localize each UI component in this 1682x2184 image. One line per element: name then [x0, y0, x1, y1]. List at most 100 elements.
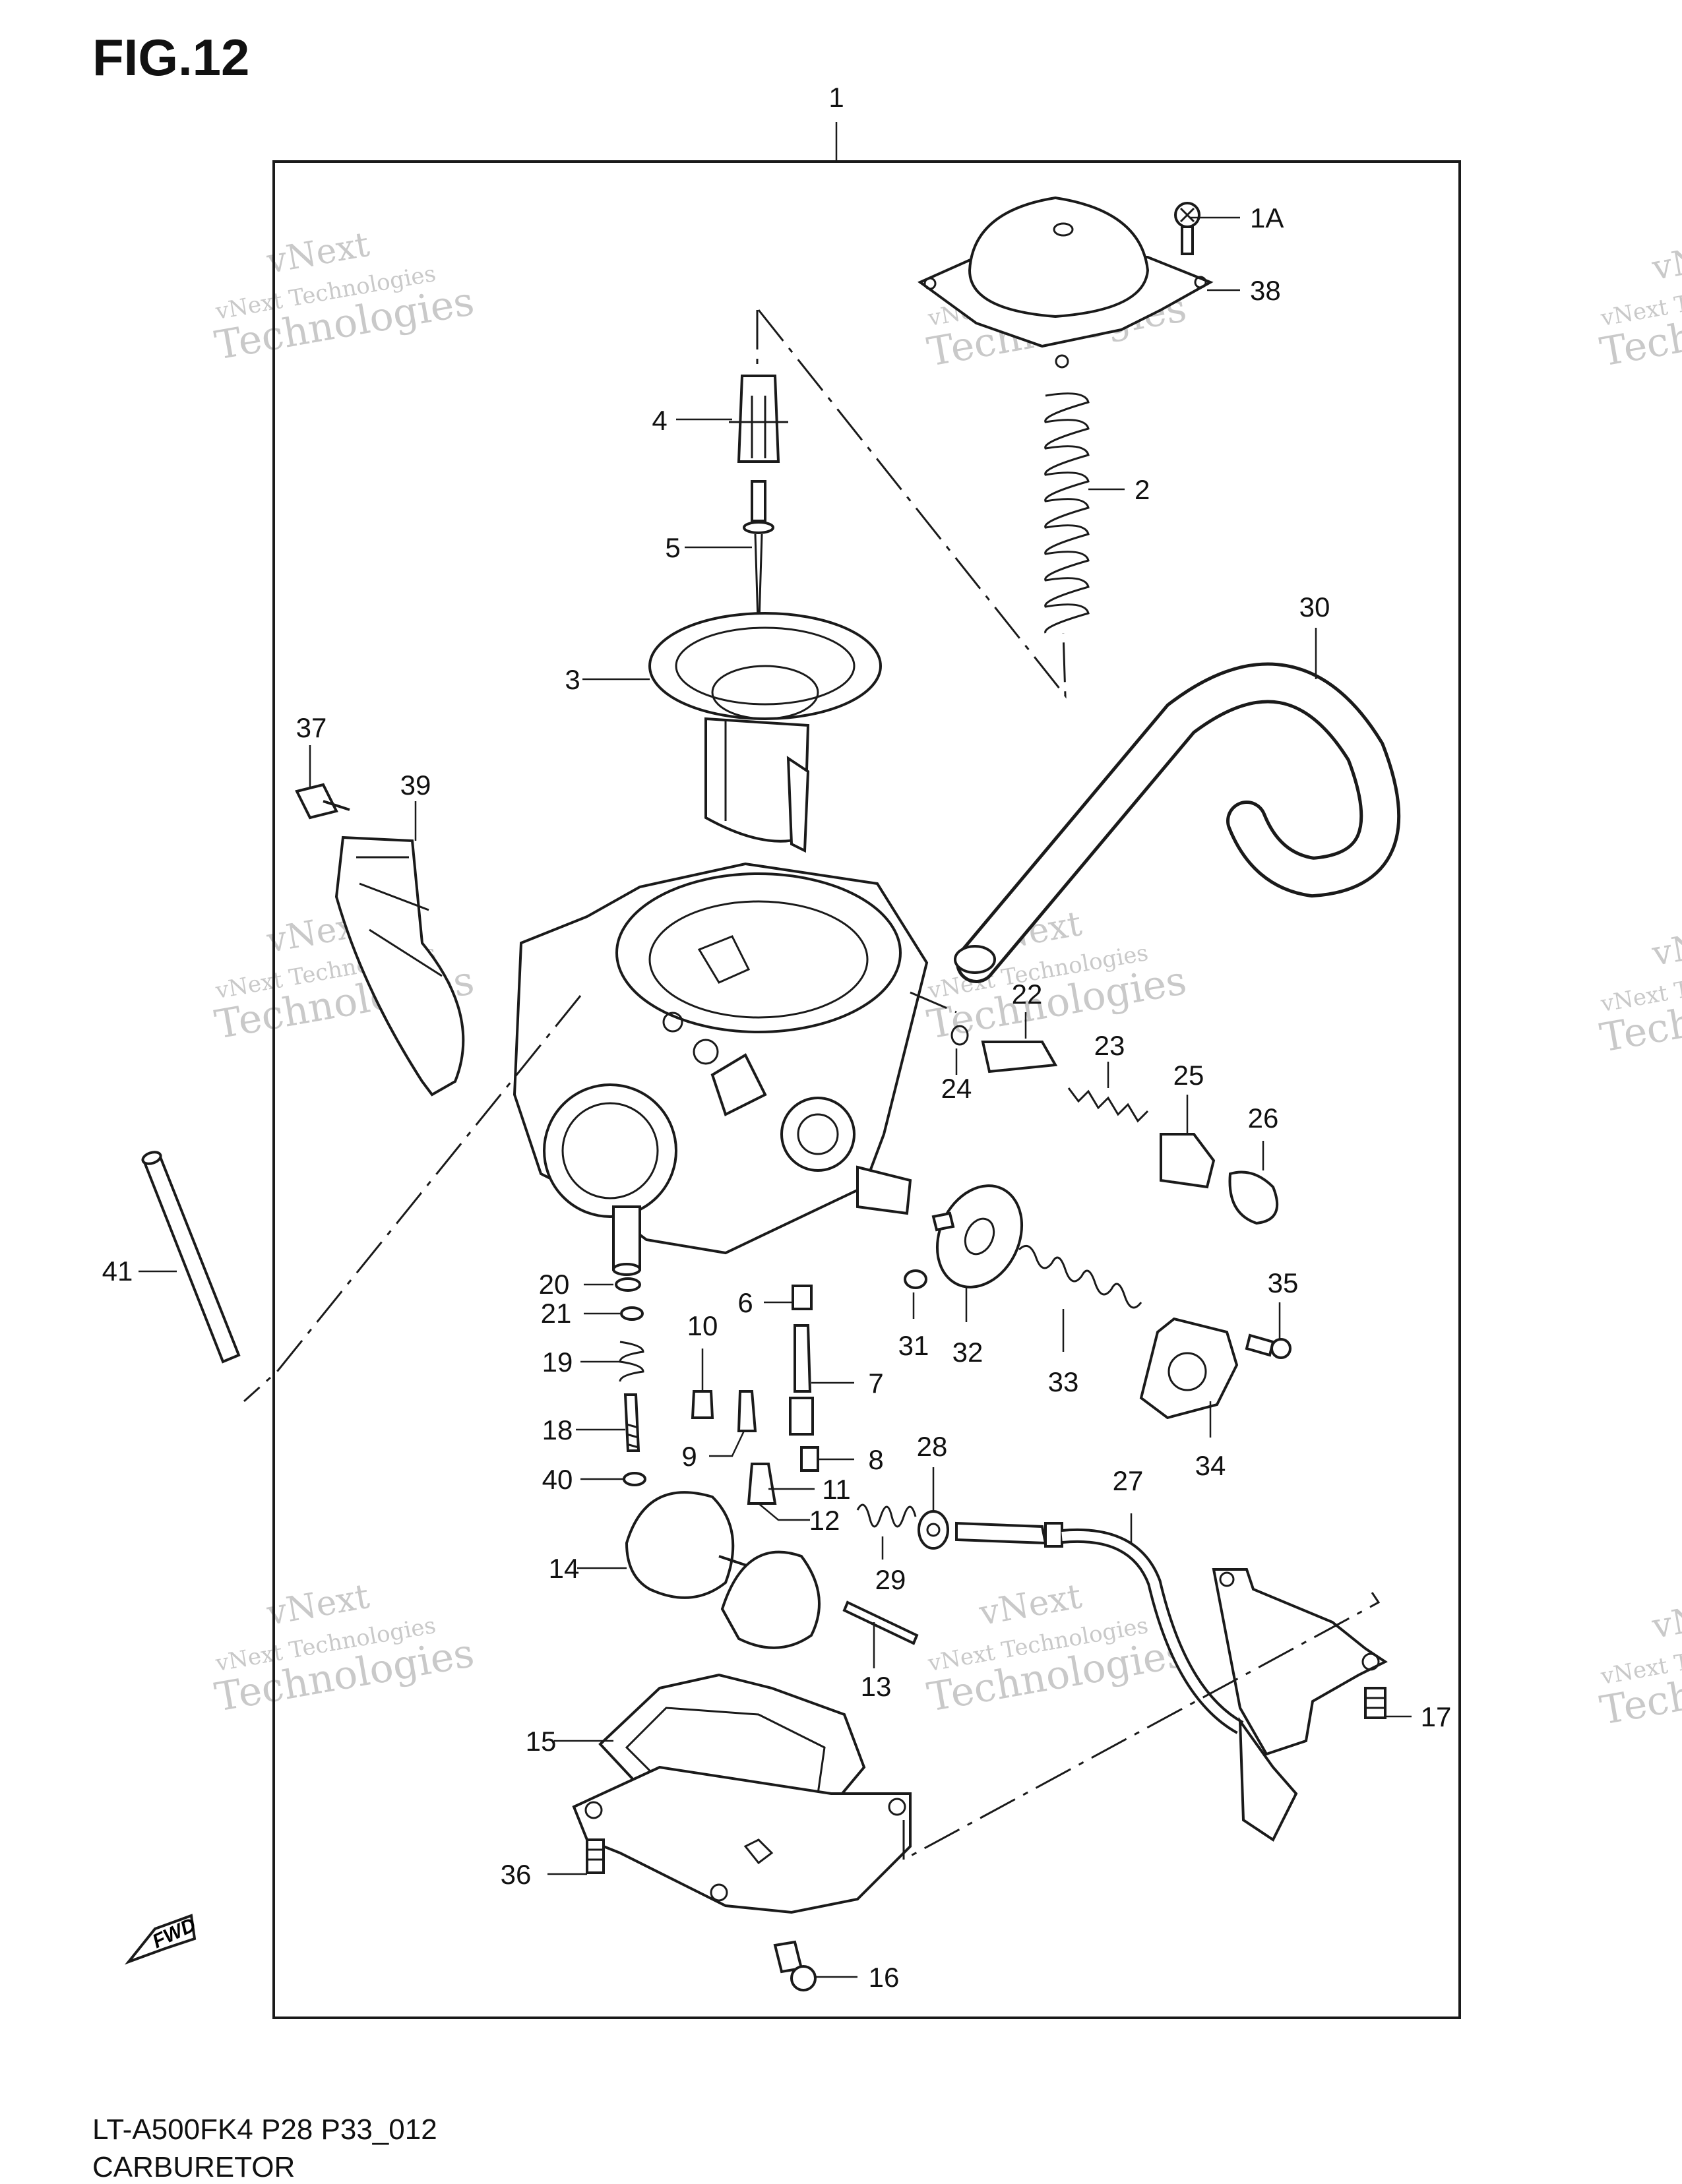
- callout-label: 31: [898, 1330, 929, 1361]
- part-needle-jet-7: [789, 1324, 814, 1436]
- part-cap-26: [1228, 1170, 1279, 1225]
- callout-label: 17: [1421, 1701, 1452, 1732]
- callout-label: 6: [737, 1287, 753, 1318]
- part-spring-33: [1018, 1244, 1142, 1309]
- part-spring-19: [619, 1341, 644, 1382]
- part-main-jet-8: [800, 1446, 819, 1472]
- callout-label: 15: [526, 1726, 557, 1757]
- callout-label: 35: [1268, 1267, 1299, 1298]
- part-throttle-cover: [334, 835, 465, 1097]
- callout-label: 37: [296, 712, 327, 743]
- part-washer-28: [918, 1510, 949, 1550]
- watermark-line1: vNext: [263, 225, 372, 282]
- watermark: vNext vNext Technologies Technologies: [212, 225, 478, 369]
- part-needle-holder: [729, 375, 788, 463]
- callout-label: 2: [1135, 474, 1150, 505]
- forward-arrow-icon: FWD: [124, 1914, 199, 1965]
- figure-title: FIG.12: [92, 28, 250, 86]
- part-bracket-17: [1212, 1568, 1388, 1756]
- part-pump-cover: [1139, 1317, 1239, 1420]
- part-screw-36: [586, 1838, 605, 1874]
- part-jet-9: [737, 1390, 757, 1432]
- callout-label: 5: [665, 532, 680, 563]
- callout-label: 4: [652, 405, 667, 436]
- part-jet-6: [792, 1285, 813, 1310]
- part-spring: [1044, 392, 1090, 634]
- alignment-line: [902, 1592, 1381, 1862]
- part-screw-35: [1245, 1333, 1292, 1359]
- part-drain-tube: [141, 1151, 241, 1364]
- callout-label: 10: [687, 1310, 718, 1341]
- part-float: [625, 1491, 821, 1649]
- part-bolt-37: [295, 783, 350, 820]
- callout-label: 25: [1173, 1060, 1204, 1091]
- assembly-frame: [272, 160, 1461, 2019]
- callout-labels: 1 1A 38 4 2 5 30 3 37 39 22 23 24 25 26 …: [102, 82, 1452, 1993]
- callout-label: 27: [1113, 1465, 1144, 1496]
- callout-label: 1: [828, 82, 844, 113]
- callout-label: 8: [868, 1444, 883, 1475]
- part-float-pin: [842, 1600, 919, 1645]
- callout-label: 40: [542, 1464, 573, 1495]
- watermark: vNext vNext Technologies Technologies: [1597, 231, 1682, 376]
- callout-label: 30: [1299, 592, 1330, 622]
- callout-label: 28: [917, 1431, 948, 1462]
- callout-label: 14: [549, 1553, 580, 1584]
- callout-label: 41: [102, 1256, 133, 1287]
- callout-label: 19: [542, 1347, 573, 1378]
- callout-label: 18: [542, 1414, 573, 1445]
- part-screw-1a: [1174, 202, 1200, 255]
- callout-label: 38: [1250, 275, 1281, 306]
- part-oring-21: [620, 1306, 644, 1321]
- callout-label: 16: [869, 1962, 900, 1993]
- watermark-line1: vNext: [1648, 1590, 1682, 1647]
- alignment-line: [756, 309, 1067, 699]
- callout-label: 23: [1094, 1030, 1125, 1061]
- part-screw-17: [1364, 1687, 1386, 1719]
- part-float-chamber: [572, 1765, 912, 1914]
- callout-label: 22: [1012, 979, 1043, 1010]
- leader-lines: [139, 216, 1412, 1978]
- watermark: vNext vNext Technologies Technologies: [1597, 1590, 1682, 1734]
- callout-label: 36: [501, 1859, 532, 1890]
- callout-label: 9: [681, 1441, 697, 1472]
- callout-label: 20: [539, 1269, 570, 1300]
- callout-label: 7: [868, 1368, 883, 1399]
- part-pilot-screw: [950, 1025, 1058, 1074]
- part-spring-29: [856, 1503, 917, 1528]
- callout-label: 34: [1195, 1450, 1226, 1481]
- callout-label: 12: [809, 1505, 840, 1536]
- watermark-line1: vNext: [263, 1577, 372, 1633]
- callout-label: 1A: [1250, 202, 1284, 233]
- part-oring-40: [623, 1472, 646, 1486]
- watermark-line1: vNext: [1648, 917, 1682, 974]
- callout-label: 39: [400, 770, 431, 801]
- callout-label: 33: [1048, 1366, 1079, 1397]
- watermark: vNext vNext Technologies Technologies: [212, 1577, 478, 1721]
- part-washer-25: [1160, 1133, 1216, 1189]
- part-pump-diaphragm: [931, 1184, 1024, 1289]
- callout-label: 26: [1248, 1103, 1279, 1134]
- part-top-cap: [918, 196, 1214, 369]
- callout-label: 29: [875, 1564, 906, 1595]
- callout-label: 32: [952, 1337, 983, 1368]
- part-vent-hose: [954, 662, 1401, 983]
- part-float-valve: [747, 1463, 777, 1505]
- part-spring-23: [1067, 1087, 1149, 1123]
- part-washer-20: [615, 1277, 641, 1292]
- callout-label: 11: [822, 1474, 851, 1505]
- part-plug-10: [691, 1390, 714, 1419]
- part-screw-18: [623, 1393, 640, 1452]
- model-code: LT-A500FK4 P28 P33_012: [92, 2113, 437, 2146]
- callout-label: 3: [565, 664, 580, 695]
- part-diaphragm-piston: [648, 612, 882, 853]
- watermark: vNext vNext Technologies Technologies: [924, 904, 1190, 1048]
- watermark-line1: vNext: [976, 1577, 1084, 1633]
- part-carburetor-body: [513, 862, 929, 1276]
- watermark-line1: vNext: [1648, 231, 1682, 288]
- callout-label: 21: [541, 1298, 572, 1329]
- callout-label: 13: [861, 1671, 892, 1702]
- part-screw-16: [773, 1940, 817, 1991]
- callout-label: 24: [941, 1073, 972, 1104]
